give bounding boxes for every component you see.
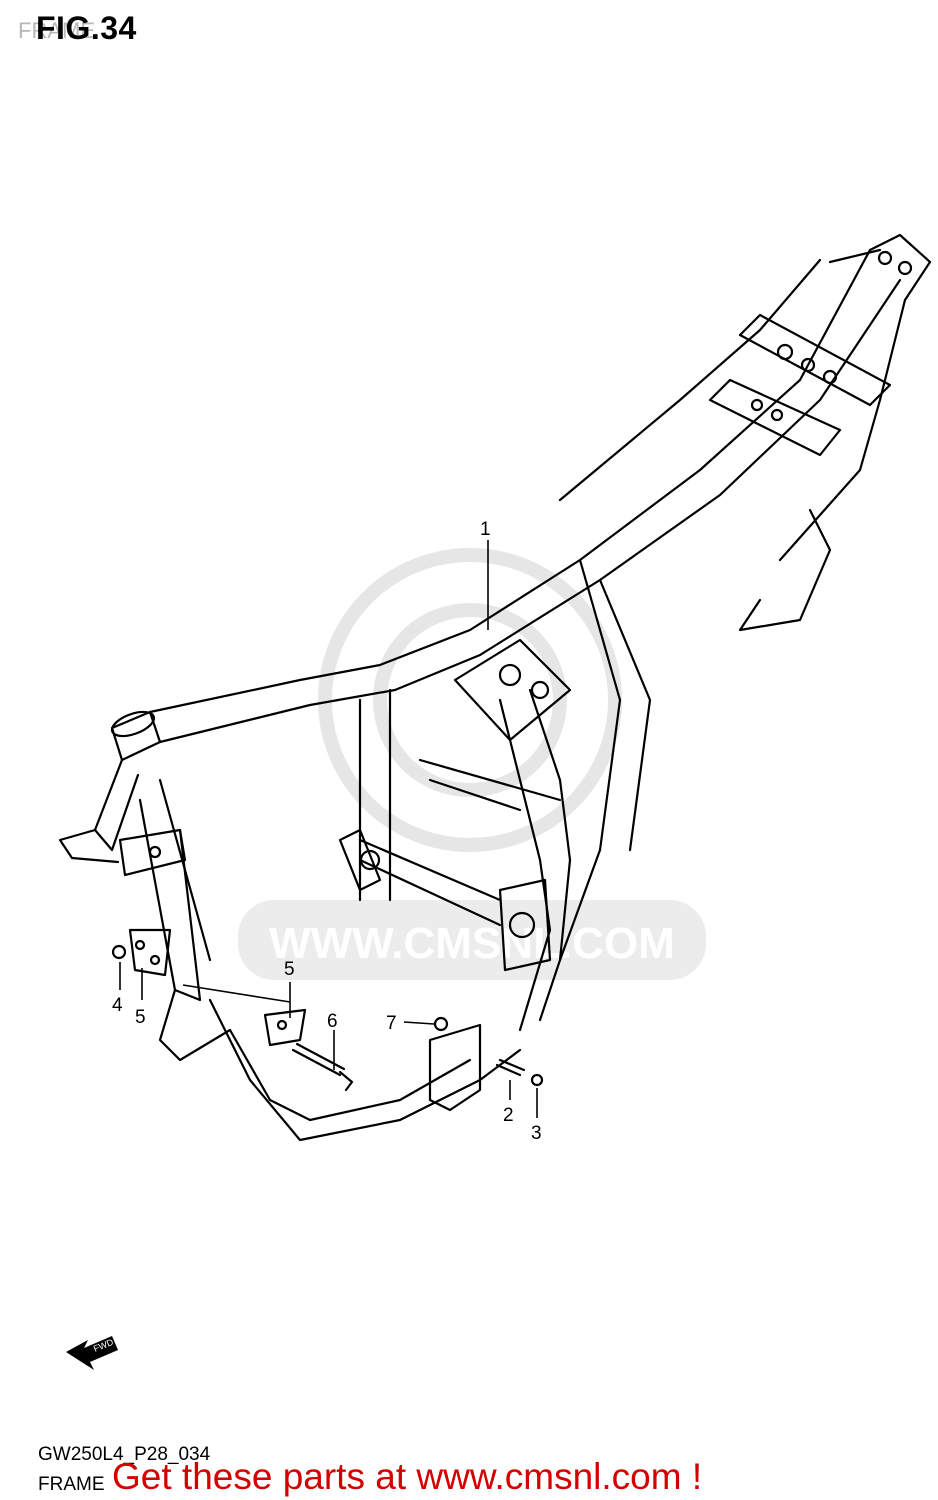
diagram-name: FRAME bbox=[38, 1474, 105, 1495]
watermark-text: WWW.CMSNL.COM bbox=[269, 919, 675, 968]
promo-link[interactable]: Get these parts at www.cmsnl.com ! bbox=[112, 1456, 703, 1497]
leader-lines bbox=[119, 540, 538, 1118]
callout-2: 2 bbox=[503, 1105, 514, 1126]
callout-4: 4 bbox=[112, 995, 123, 1016]
diagram-code: GW250L4_P28_034 bbox=[38, 1444, 211, 1465]
figure-subtitle: FRAME bbox=[18, 18, 95, 43]
frame-part bbox=[58, 233, 932, 1142]
callout-1: 1 bbox=[480, 519, 491, 540]
callout-3: 3 bbox=[531, 1123, 542, 1144]
callout-5b: 5 bbox=[284, 959, 295, 980]
callout-7: 7 bbox=[386, 1013, 397, 1034]
fwd-arrow: FWD bbox=[66, 1336, 118, 1370]
watermark-banner bbox=[238, 900, 706, 980]
figure-label: FIG.34 bbox=[36, 10, 137, 46]
callout-6: 6 bbox=[327, 1011, 338, 1032]
watermark-logo bbox=[318, 548, 622, 852]
callout-5a: 5 bbox=[135, 1007, 146, 1028]
